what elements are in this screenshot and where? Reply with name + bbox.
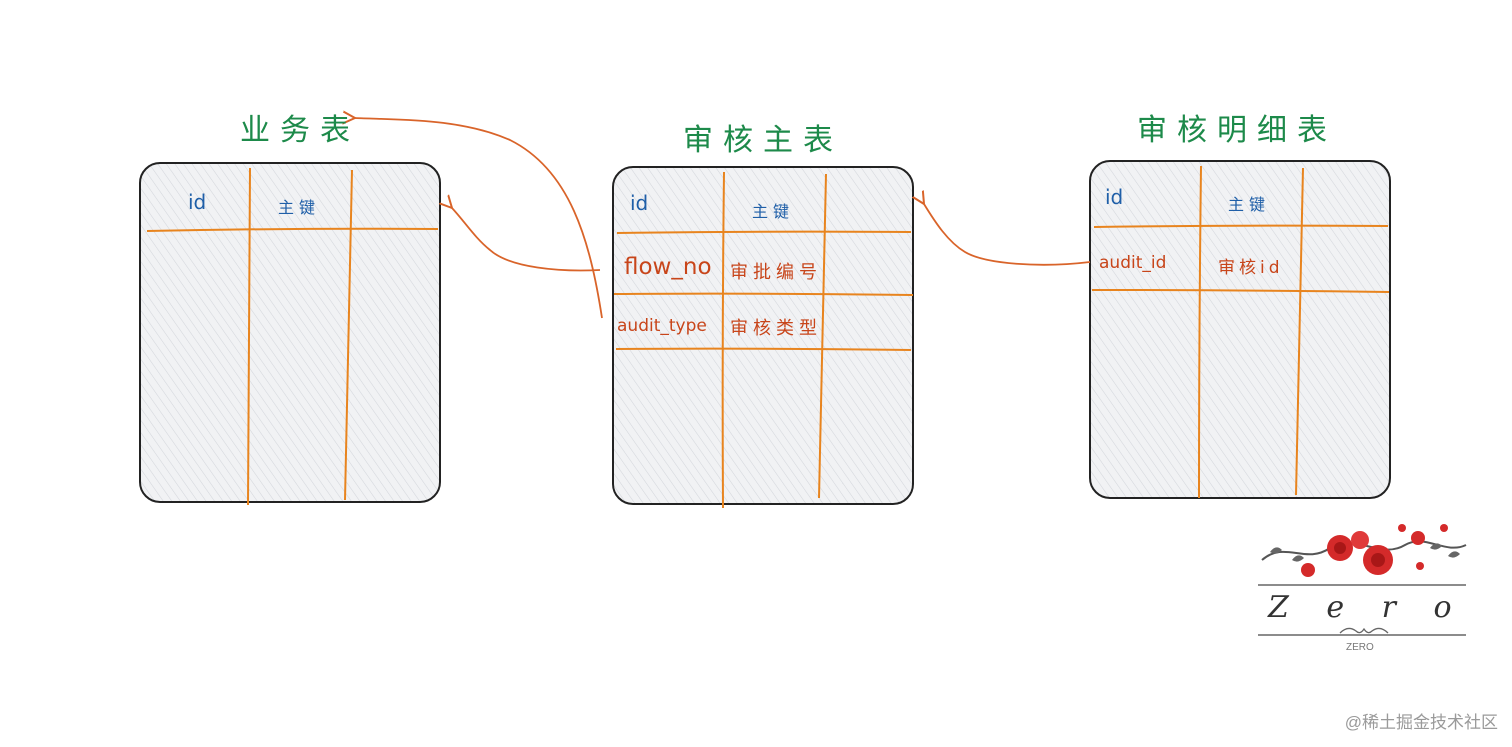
arrow-audit-id-to-audit-main [924,204,1091,266]
audit-main-table [612,166,914,509]
audit-main-row-1-field: flow_no [624,254,712,280]
business-pk-desc: 主键 [278,198,321,217]
audit-detail-table-title: 审核明细表 [1137,113,1337,148]
logo-sub-text: ZERO [1346,642,1374,653]
audit-main-table-title: 审核主表 [683,123,843,158]
arrow-flow-no-to-business-table [452,208,601,272]
audit-main-pk-desc: 主键 [752,202,795,221]
audit-main-row-2-desc: 审核类型 [730,318,822,339]
rose-4 [1301,563,1315,577]
rose-5 [1411,531,1425,545]
audit-detail-pk-desc: 主键 [1228,195,1271,214]
audit-detail-row-1-desc: 审核id [1218,258,1284,278]
rose-6 [1440,524,1448,532]
zero-logo [1258,524,1467,636]
audit-detail-header-divider [1093,224,1389,228]
audit-main-header-divider [616,230,912,234]
business-table-header-divider [146,227,439,232]
audit-main-col-divider-2 [818,173,827,499]
audit-main-row-1-desc: 审批编号 [730,262,822,283]
rose-7 [1398,524,1406,532]
logo-flourish [1339,627,1389,634]
audit-main-pk-field: id [630,191,649,215]
audit-detail-row-1-field: audit_id [1099,253,1167,273]
logo-main-text: Z e r o [1268,590,1466,625]
business-pk-field: id [188,190,207,214]
business-table-col-divider-2 [344,169,353,501]
audit-detail-pk-field: id [1105,185,1124,209]
audit-main-row-2-field: audit_type [617,316,707,336]
business-table-col-divider-1 [247,167,251,506]
arrow-audit-type-to-business-title [355,118,603,319]
watermark-text: @稀土掘金技术社区 [1344,713,1498,732]
audit-main-row-divider-1 [613,292,914,296]
audit-main-row-divider-2 [615,347,912,351]
business-table [139,162,441,506]
rose-3 [1351,531,1369,549]
rose-8 [1416,562,1424,570]
audit-detail-col-divider-1 [1198,165,1202,499]
audit-detail-table [1089,160,1391,499]
business-table-title: 业务表 [240,113,360,148]
audit-detail-col-divider-2 [1295,167,1304,496]
audit-detail-row-divider-1 [1091,289,1390,293]
audit-main-col-divider-1 [721,171,725,509]
